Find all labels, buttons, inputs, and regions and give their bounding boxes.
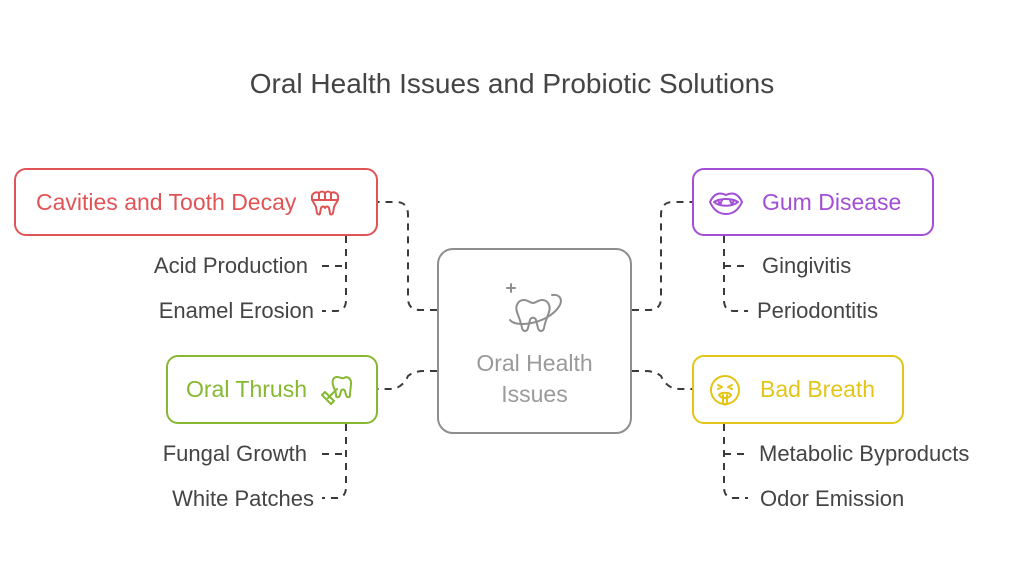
mouth-icon (708, 187, 744, 217)
gum-item-2: Periodontitis (757, 298, 879, 323)
connector-thrush (378, 370, 437, 390)
connector-cavities-items (322, 236, 347, 312)
node-thrush: Oral Thrush (166, 355, 378, 424)
thrush-item-2: White Patches (172, 486, 314, 511)
node-cavities-label: Cavities and Tooth Decay (36, 188, 297, 215)
gum-item-1: Gingivitis (762, 253, 852, 278)
node-cavities: Cavities and Tooth Decay (14, 168, 378, 236)
connector-breath (632, 370, 692, 390)
thrush-item-1: Fungal Growth (162, 441, 307, 466)
center-label: Oral Health Issues (439, 348, 630, 410)
connector-thrush-items (322, 424, 347, 499)
tooth-sparkle-icon (502, 276, 568, 347)
node-breath: Bad Breath (692, 355, 904, 424)
node-gum: Gum Disease (692, 168, 934, 236)
center-label-line2: Issues (501, 381, 568, 407)
tooth-brush-icon (319, 373, 353, 407)
teeth-icon (308, 185, 342, 219)
breath-item-2: Odor Emission (760, 486, 905, 511)
connector-breath-items (723, 424, 748, 499)
breath-item-1: Metabolic Byproducts (759, 441, 970, 466)
node-gum-label: Gum Disease (762, 188, 902, 215)
connector-cavities (378, 201, 437, 311)
face-breath-icon (708, 373, 742, 407)
cavities-item-1: Acid Production (153, 253, 308, 278)
node-breath-label: Bad Breath (760, 376, 876, 402)
cavities-item-2: Enamel Erosion (158, 298, 314, 323)
diagram-title: Oral Health Issues and Probiotic Solutio… (249, 68, 775, 99)
center-label-line1: Oral Health (476, 350, 593, 376)
connector-gum (632, 201, 692, 311)
node-thrush-label: Oral Thrush (186, 376, 308, 402)
center-node: Oral Health Issues (437, 248, 632, 434)
connector-gum-items (723, 236, 748, 312)
